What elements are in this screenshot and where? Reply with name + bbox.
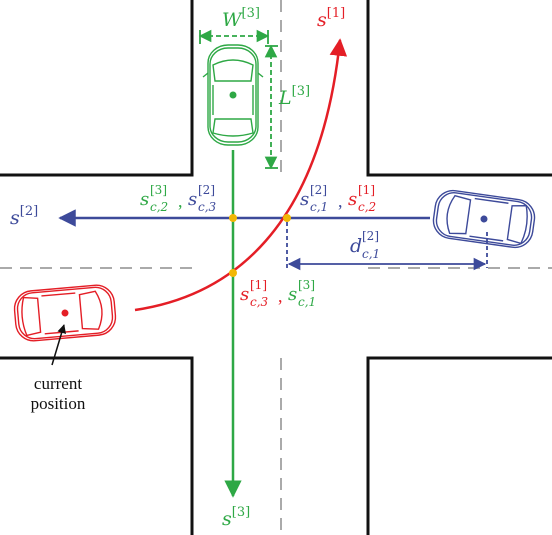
svg-text:,: , xyxy=(338,191,343,211)
svg-text:s: s xyxy=(188,189,197,210)
label-s2: s[2] xyxy=(10,204,38,229)
road-edge-bottom-right xyxy=(366,356,552,535)
red-car xyxy=(13,284,117,342)
svg-text:c,1: c,1 xyxy=(362,247,380,261)
label-w: W[3] xyxy=(222,6,260,31)
label-l: L[3] xyxy=(278,84,310,109)
label-conflict-bottom: s [1] c,3 , s [3] c,1 xyxy=(240,278,316,309)
road-edge-top-right xyxy=(366,0,552,177)
svg-text:s: s xyxy=(300,189,309,210)
label-conflict-top-right: s [2] c,1 , s [1] c,2 xyxy=(300,183,376,214)
svg-text:c,2: c,2 xyxy=(358,200,376,214)
conflict-point-bottom xyxy=(229,269,237,277)
conflict-point-top-right xyxy=(283,214,291,222)
svg-text:s: s xyxy=(288,284,297,305)
label-s1: s[1] xyxy=(317,6,345,31)
label-d: d [2] c,1 xyxy=(350,229,380,261)
svg-text:c,3: c,3 xyxy=(198,200,217,214)
svg-text:c,1: c,1 xyxy=(310,200,328,214)
trajectory-s1 xyxy=(134,38,348,312)
svg-text:s: s xyxy=(140,189,149,210)
svg-text:s: s xyxy=(348,189,357,210)
svg-text:c,3: c,3 xyxy=(250,295,269,309)
svg-text:[2]: [2] xyxy=(198,183,215,197)
conflict-points xyxy=(229,214,291,277)
svg-text:[2]: [2] xyxy=(362,229,379,243)
svg-text:[3]: [3] xyxy=(150,183,167,197)
svg-text:c,2: c,2 xyxy=(150,200,168,214)
svg-text:,: , xyxy=(178,191,183,211)
dimension-w xyxy=(198,29,270,44)
svg-text:c,1: c,1 xyxy=(298,295,316,309)
green-car xyxy=(202,44,264,146)
svg-text:,: , xyxy=(278,286,283,306)
blue-car xyxy=(432,189,536,249)
current-position-pointer xyxy=(51,324,66,366)
svg-text:[1]: [1] xyxy=(250,278,267,292)
svg-text:[2]: [2] xyxy=(310,183,327,197)
dimension-d xyxy=(286,222,488,271)
dimension-l xyxy=(264,44,278,170)
conflict-point-top-left xyxy=(229,214,237,222)
label-s3: s[3] xyxy=(222,505,250,530)
svg-text:s: s xyxy=(240,284,249,305)
svg-text:position: position xyxy=(31,394,86,413)
svg-text:[3]: [3] xyxy=(298,278,315,292)
svg-text:d: d xyxy=(350,235,362,257)
label-current-position: current position xyxy=(31,374,86,413)
svg-text:current: current xyxy=(34,374,82,393)
road-edge-bottom-left xyxy=(0,356,194,535)
road-edge-top-left xyxy=(0,0,194,177)
svg-text:[1]: [1] xyxy=(358,183,375,197)
label-conflict-top-left: s [3] c,2 , s [2] c,3 xyxy=(140,183,217,214)
